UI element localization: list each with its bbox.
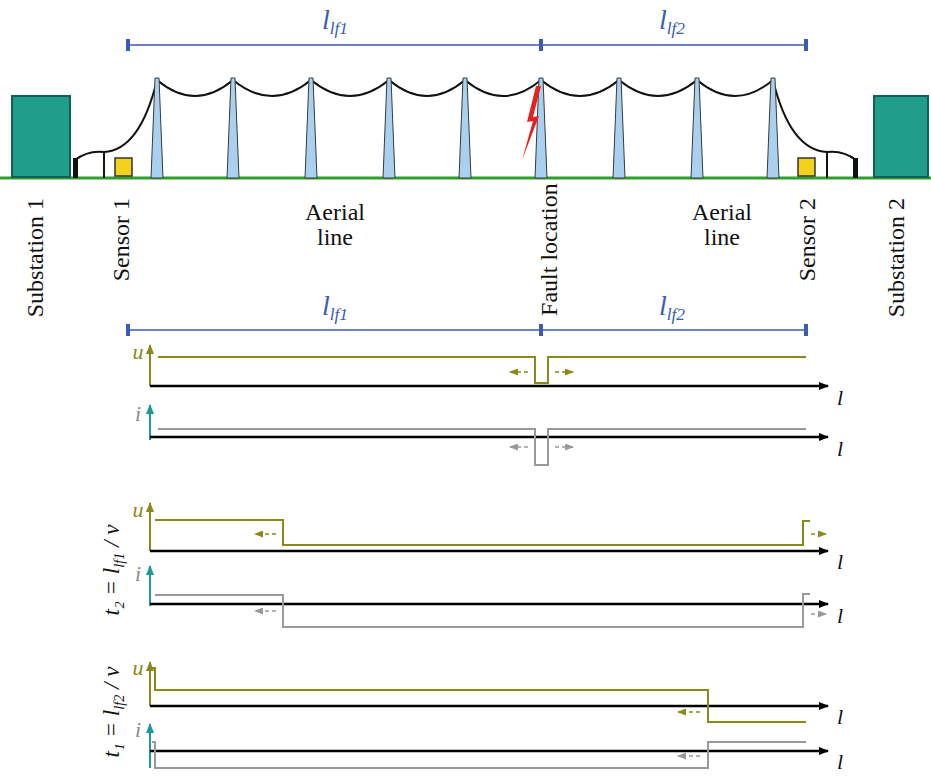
axis-label: l xyxy=(837,386,843,409)
length-label: llf1 xyxy=(322,291,348,320)
substation-label: Substation 1 xyxy=(23,198,48,317)
axis-label: u xyxy=(133,498,144,521)
axis-label: i xyxy=(135,402,141,425)
axis-label: l xyxy=(837,437,843,460)
sensor-label: Sensor 1 xyxy=(109,198,134,281)
line-label: Aerial line xyxy=(295,200,375,250)
axis-label: l xyxy=(837,705,843,728)
time-label: t₁ = llf2 / v xyxy=(100,667,124,758)
axis-label: l xyxy=(837,750,843,773)
axis-label: i xyxy=(135,718,141,741)
axis-label: i xyxy=(135,562,141,585)
axis-label: u xyxy=(133,340,144,363)
length-label: llf2 xyxy=(659,5,685,34)
axis-label: u xyxy=(133,656,144,679)
line-label: Aerial line xyxy=(682,200,762,250)
length-label: llf2 xyxy=(659,291,685,320)
fault-label: Fault location xyxy=(536,184,561,317)
axis-label: l xyxy=(837,550,843,573)
sensor-label: Sensor 2 xyxy=(795,198,820,281)
axis-label: l xyxy=(837,604,843,627)
time-label: t₂ = llf1 / v xyxy=(100,525,124,616)
substation-label: Substation 2 xyxy=(884,198,909,317)
length-label: llf1 xyxy=(322,5,348,34)
